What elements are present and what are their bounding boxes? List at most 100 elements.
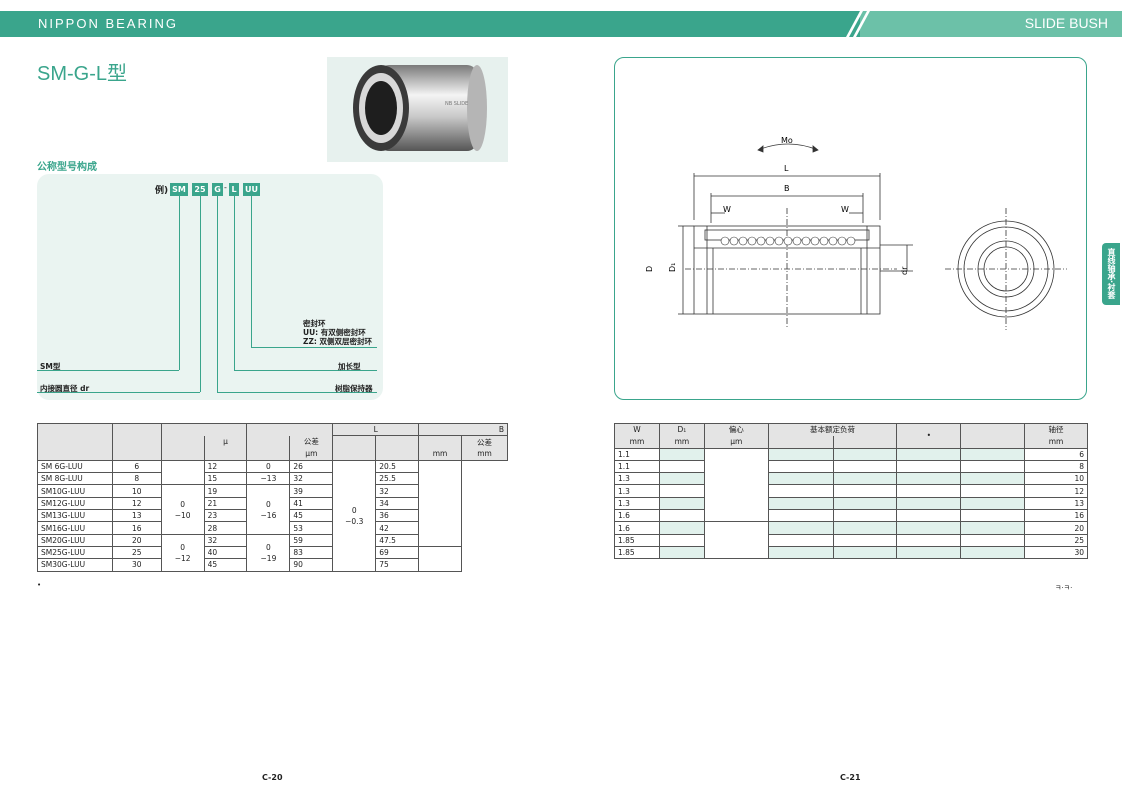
header-ecc-unit: μm: [703, 435, 769, 449]
d-cell: 28: [203, 521, 248, 535]
table-row: SM16G-LUU 16 28 53 42: [37, 521, 508, 535]
dimension-diagram-box: Mo L B W W D D₁ dr: [614, 57, 1087, 400]
l-cell: 26: [289, 459, 334, 474]
header-L: L: [332, 422, 420, 437]
w-cell: 1.3: [614, 496, 660, 511]
section-subtitle: 公称型号构成: [37, 162, 97, 173]
b-cell: 25.5: [375, 472, 420, 486]
leader-l-h: [234, 370, 377, 371]
dimension-drawing: Mo L B W W D D₁ dr: [645, 136, 1067, 330]
table-header-row: W D₁ 偏心 基本额定负荷 • 轴径: [614, 422, 1088, 449]
w-cell: 1.1: [614, 447, 660, 461]
d-cell: 32: [203, 533, 248, 547]
svg-text:NB SLIDE: NB SLIDE: [445, 101, 468, 107]
leader-sm-h: [37, 370, 179, 371]
tol-d3-cell: 0−19: [246, 533, 291, 572]
table-row: 1.1 8: [614, 459, 1088, 474]
leader-sm-v: [179, 196, 180, 370]
label-inscribed-diameter: 内接圆直径 dr: [40, 384, 90, 393]
leader-dr-v: [200, 196, 201, 392]
dr-cell: 12: [111, 496, 162, 511]
d-cell: 23: [203, 509, 248, 523]
d-cell: 15: [203, 472, 248, 486]
code-tag-uu: UU: [243, 183, 260, 196]
right-footnote: ㅋ·ㅋ·: [1055, 584, 1073, 592]
dr-cell: 8: [111, 472, 162, 486]
slide-bush-image: NB SLIDE: [353, 65, 487, 151]
w-cell: 1.1: [614, 459, 660, 474]
header-um: μm: [289, 448, 334, 461]
table-row: 1.3 10: [614, 472, 1088, 486]
b-cell: 20.5: [375, 459, 420, 474]
tol-cell: 0: [246, 459, 291, 474]
dr-cell: 16: [111, 521, 162, 535]
table-row: 1.6 16: [614, 509, 1088, 523]
section-title: SLIDE BUSH: [1024, 15, 1108, 31]
shaft-cell: 12: [1024, 484, 1088, 498]
shaft-cell: 30: [1024, 545, 1088, 560]
shaft-cell: 6: [1024, 447, 1088, 461]
dr-cell: 6: [111, 459, 162, 474]
model-cell: SM13G-LUU: [37, 509, 113, 523]
dr-cell: 30: [111, 558, 162, 572]
ball-row: [720, 236, 856, 246]
leader-g-v: [217, 196, 218, 392]
table-row: 1.6 20: [614, 521, 1088, 560]
header-w-unit: mm: [614, 435, 660, 449]
label-sm-type: SM型: [40, 362, 61, 371]
model-cell: SM 8G-LUU: [37, 472, 113, 486]
label-seal: 密封环: [303, 319, 326, 328]
d-cell: 19: [203, 484, 248, 498]
header-stripes: [846, 11, 870, 37]
label-zz: ZZ: 双侧双层密封环: [303, 337, 372, 346]
model-cell: SM 6G-LUU: [37, 459, 113, 474]
table-row: SM25G-LUU 25 40 83 69: [37, 545, 508, 572]
model-code-box: 例) SM 25 G - L UU 密封环 UU: 有双侧密封环 ZZ: 双侧双…: [37, 174, 383, 400]
tol-l-cell: 0−0.3: [332, 459, 377, 572]
label-b-dim: B: [784, 184, 790, 193]
tol-cell: −13: [246, 472, 291, 486]
tol-d2-cell: 0−16: [246, 484, 291, 535]
header-w: W: [614, 422, 660, 436]
header-mm: mm: [418, 448, 463, 461]
leader-uu-h: [251, 347, 377, 348]
w-cell: 1.6: [614, 521, 660, 535]
header-mu: μ: [203, 435, 248, 449]
d-cell: 12: [203, 459, 248, 474]
side-tab: 直线轴承·衬套: [1102, 243, 1120, 305]
leader-g-h: [217, 392, 377, 393]
shaft-cell: 13: [1024, 496, 1088, 511]
code-dash: -: [224, 183, 227, 192]
tol-dr-a-cell: 0−10: [160, 484, 205, 535]
model-cell: SM30G-LUU: [37, 558, 113, 572]
product-photo: NB SLIDE: [327, 57, 508, 162]
header-d1-unit: mm: [658, 435, 705, 449]
page-header: NIPPON BEARING SLIDE BUSH: [0, 11, 1122, 37]
table-row: SM 6G-LUU 6 12 0 26 0−0.3 20.5: [37, 459, 508, 572]
l-cell: 90: [289, 558, 334, 572]
d-cell: 21: [203, 496, 248, 511]
model-cell: SM10G-LUU: [37, 484, 113, 498]
b-cell: 42: [375, 521, 420, 535]
w-cell: 1.85: [614, 533, 660, 547]
table-row: SM 8G-LUU 8 15 −13 32 25.5: [37, 472, 508, 486]
b-cell: 69: [375, 545, 420, 560]
label-d-dim: D: [645, 266, 654, 272]
shaft-cell: 8: [1024, 459, 1088, 474]
header-tolerance: 公差: [289, 435, 334, 449]
table-row: SM30G-LUU 30 45 90 75: [37, 558, 508, 572]
label-w-right: W: [841, 205, 849, 214]
header-light-band: [860, 11, 1122, 37]
l-cell: 53: [289, 521, 334, 535]
shaft-cell: 25: [1024, 533, 1088, 547]
code-tag-25: 25: [192, 183, 208, 196]
model-cell: SM20G-LUU: [37, 533, 113, 547]
l-cell: 32: [289, 472, 334, 486]
header-eccentricity: 偏心: [703, 422, 769, 436]
table-header-row: L B: [37, 422, 508, 461]
dr-cell: 13: [111, 509, 162, 523]
label-uu: UU: 有双侧密封环: [303, 328, 366, 337]
header-d1: D₁: [658, 422, 705, 436]
header-mm-b: mm: [461, 448, 508, 461]
leader-l-v: [234, 196, 235, 370]
